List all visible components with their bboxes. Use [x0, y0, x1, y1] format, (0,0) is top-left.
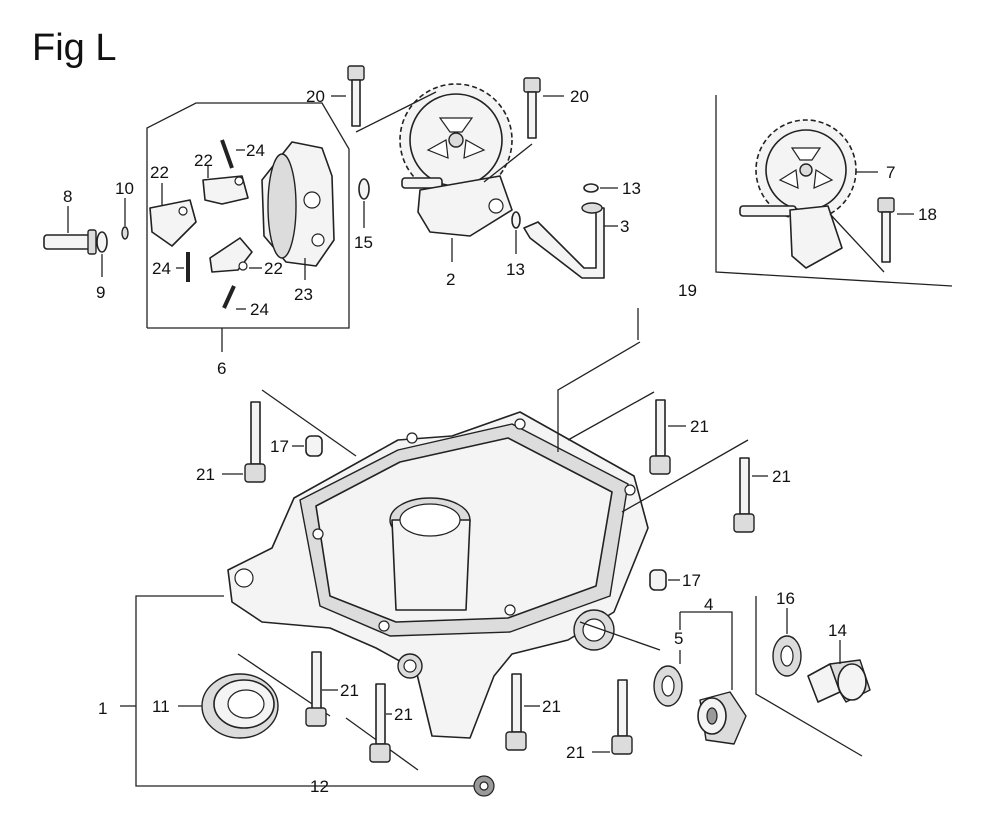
callout-24-left: 24	[152, 259, 171, 278]
callout-16: 16	[776, 589, 795, 608]
bolt-19-leader	[557, 341, 641, 452]
part-21-bolt-e	[369, 683, 392, 763]
callout-6: 6	[217, 359, 226, 378]
callout-22-upper: 22	[194, 151, 213, 170]
part-24-pin-top	[220, 139, 245, 169]
callout-24-bottom: 24	[250, 300, 269, 319]
callout-13-lower: 13	[506, 260, 525, 279]
callout-10: 10	[115, 179, 134, 198]
part-18-bolt	[877, 197, 914, 263]
figure-title: Fig L	[32, 27, 116, 69]
part-20-bolt-left	[331, 65, 365, 127]
callout-21-a: 21	[196, 465, 215, 484]
part-9-washer	[96, 231, 108, 277]
part-24-pin-left	[176, 252, 190, 282]
oil-pump-group-bracket	[146, 102, 350, 352]
part-13-o-ring-lower	[511, 211, 521, 254]
inset-box	[715, 95, 953, 287]
part-3-oil-pipe	[523, 202, 618, 279]
callout-24-top: 24	[246, 141, 265, 160]
part-7-gear	[739, 119, 878, 269]
callout-22-lower: 22	[264, 259, 283, 278]
part-1-bracket	[135, 595, 480, 787]
part-21-bolt-c	[733, 457, 768, 533]
callout-1: 1	[98, 699, 107, 718]
part-14-drain-bolt	[807, 640, 871, 703]
inset-box-lower	[755, 596, 863, 757]
callout-14: 14	[828, 621, 847, 640]
callout-22-upper-left: 22	[150, 163, 169, 182]
part-17-dowel-upper	[292, 435, 323, 457]
callout-21-e: 21	[394, 705, 413, 724]
callout-12: 12	[310, 777, 329, 796]
bolt-20-leader-left	[355, 91, 437, 133]
part-22-upper	[202, 166, 249, 205]
callout-3: 3	[620, 217, 629, 236]
callout-9: 9	[96, 283, 105, 302]
part-12-plug	[473, 775, 495, 797]
callout-20-left: 20	[306, 87, 325, 106]
part-11-oil-seal	[178, 673, 279, 739]
callout-8: 8	[63, 187, 72, 206]
callout-23: 23	[294, 285, 313, 304]
callout-21-b: 21	[690, 417, 709, 436]
callout-labels: 1 2 3 4 5 6 7 8 9 10 11 12 13 13 14 15 1…	[63, 87, 937, 796]
part-23-pump-body	[261, 141, 335, 280]
part-21-bolt-f	[505, 673, 540, 751]
part-21-bolt-b	[649, 399, 686, 475]
part-5-washer	[653, 650, 683, 707]
callout-11: 11	[152, 697, 170, 716]
part-1-crankcase-cover	[227, 411, 649, 739]
callout-21-d: 21	[340, 681, 359, 700]
bolt-20-leader-right	[483, 143, 533, 183]
part-10-clip	[121, 198, 129, 240]
part-4-bracket	[680, 611, 733, 690]
callout-5: 5	[674, 629, 683, 648]
bolt-21a-leader	[261, 389, 357, 457]
part-13-o-ring-upper	[583, 183, 618, 193]
plug-leader	[579, 621, 661, 651]
part-24-pin-bottom	[222, 285, 246, 310]
part-15-o-ring	[358, 178, 370, 228]
part-17-dowel-lower	[649, 569, 680, 591]
callout-21-c: 21	[772, 467, 791, 486]
part-4-drain-plug	[697, 691, 747, 745]
bolt-21c-leader	[621, 439, 749, 513]
part-8-bolt	[43, 206, 97, 255]
callout-17-upper: 17	[270, 437, 289, 456]
part-22-upper-left	[149, 183, 197, 247]
callout-2: 2	[446, 270, 455, 289]
callout-18: 18	[918, 205, 937, 224]
callout-21-g: 21	[566, 743, 585, 762]
callout-19: 19	[678, 281, 697, 300]
part-21-bolt-a	[222, 401, 266, 483]
callout-7: 7	[886, 163, 895, 182]
callout-4: 4	[704, 595, 713, 614]
callout-15: 15	[354, 233, 373, 252]
callout-21-f: 21	[542, 697, 561, 716]
part-21-bolt-g	[592, 679, 633, 755]
part-16-washer	[772, 608, 802, 677]
part-2-oil-pump-gear	[399, 83, 513, 262]
bolt-21b-leader	[567, 391, 655, 441]
callout-13-upper: 13	[622, 179, 641, 198]
part-20-bolt-right	[523, 77, 564, 139]
part-22-lower	[209, 237, 262, 273]
callout-17-lower: 17	[682, 571, 701, 590]
part-21-bolt-d	[305, 651, 338, 727]
callout-20-right: 20	[570, 87, 589, 106]
bolt-18-leader	[829, 213, 885, 273]
